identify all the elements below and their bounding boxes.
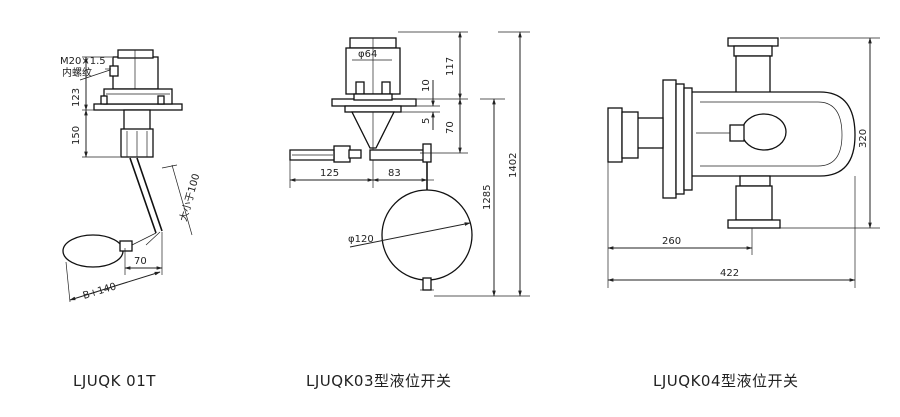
dim-1402: 1402: [508, 153, 519, 178]
drawing-ljuqk-01t: M20×1.5 内螺纹 123 150 大小于100 70 B+140: [60, 49, 202, 303]
dim-117: 117: [445, 57, 456, 76]
dim-b-plus-140: B+140: [82, 281, 118, 302]
dim-phi120: φ120: [348, 234, 374, 245]
thread-note-label: 内螺纹: [62, 66, 92, 79]
dim-83: 83: [388, 168, 401, 179]
dim-150: 150: [71, 126, 82, 145]
dim-1285: 1285: [482, 185, 493, 210]
drawing-ljuqk03: φ64 117 10 5 70 125 83 1285 1402 φ120: [289, 31, 530, 297]
dim-70-left: 70: [134, 256, 147, 267]
caption-ljuqk-01t: LJUQK 01T: [73, 372, 156, 390]
drawing-ljuqk04: 320 260 422: [607, 37, 880, 288]
dim-123: 123: [71, 88, 82, 107]
dim-260: 260: [662, 236, 681, 247]
dim-diagonal-label: 大小于100: [176, 172, 202, 223]
dim-10: 10: [421, 79, 432, 92]
dim-5: 5: [421, 118, 432, 124]
thread-spec-label: M20×1.5: [60, 56, 106, 67]
dim-125: 125: [320, 168, 339, 179]
dim-422: 422: [720, 268, 739, 279]
dim-phi64: φ64: [358, 49, 377, 60]
caption-ljuqk03: LJUQK03型液位开关: [306, 372, 452, 390]
caption-ljuqk04: LJUQK04型液位开关: [653, 372, 799, 390]
dim-70-mid: 70: [445, 121, 456, 134]
dim-320: 320: [858, 129, 869, 148]
